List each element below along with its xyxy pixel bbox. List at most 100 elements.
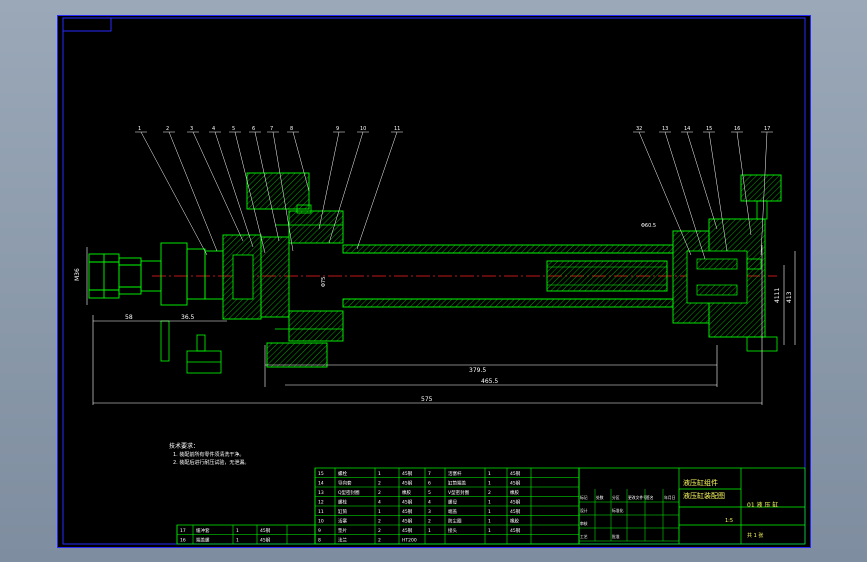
bom-cell: V型密封圈: [448, 489, 470, 496]
sign-cell: 处数: [596, 495, 604, 500]
bom-cell: 45钢: [402, 518, 413, 525]
bom-cell: 8: [318, 538, 321, 544]
balloon-label: 6: [252, 126, 255, 132]
balloon-label: 9: [336, 126, 339, 132]
bom-cell: 2: [428, 519, 431, 525]
dim-left-height: M36: [74, 268, 81, 281]
bom-cell: 2: [488, 490, 491, 496]
notes-line-1: 1. 装配前所有零件须清洗干净。: [173, 451, 244, 458]
bom-cell: 45钢: [402, 527, 413, 534]
dim-right-1: 4111: [774, 288, 781, 303]
bom-cell: 13: [318, 490, 324, 496]
bom-cell: 14: [318, 481, 324, 487]
bom-cell: 2: [378, 519, 381, 525]
bom-cell: 导向套: [338, 480, 352, 487]
balloon-leader: [664, 131, 706, 260]
balloon-label: 11: [394, 126, 400, 132]
bom-cell: HT200: [402, 538, 417, 544]
bom-cell: 1: [428, 528, 431, 534]
balloon-label: 1: [138, 126, 141, 132]
balloon-label: 8: [290, 126, 293, 132]
bom-cell: 缸筒: [338, 508, 347, 515]
bom-cell: 1: [378, 471, 381, 477]
bom-cell: 6: [428, 481, 431, 487]
detail-sketch: [160, 320, 222, 374]
drawing-sheet-count: 共 1 张: [747, 532, 763, 539]
bom-cell: 防尘圈: [448, 518, 462, 525]
drawing-number: 01 液 压 缸: [747, 501, 778, 509]
bom-cell: 12: [318, 500, 324, 506]
balloon-leader: [272, 131, 294, 252]
balloon-label: 2: [166, 126, 169, 132]
bom-cell: 3: [428, 509, 431, 515]
bom-cell: 1: [488, 471, 491, 477]
bom-cell: 橡胶: [510, 518, 519, 525]
balloon-leader: [318, 131, 340, 230]
bom-cell: 接头: [448, 527, 457, 534]
bom-left-cell: 端盖螺: [196, 537, 210, 544]
sign-table: 标记处数分区更改文件号签名年月日设计标准化审核工艺批准: [578, 489, 680, 542]
bom-left-cell: 缓冲套: [196, 527, 210, 534]
bom-cell: 橡胶: [402, 489, 411, 496]
bom-cell: 9: [318, 528, 321, 534]
bom-cell: 5: [428, 490, 431, 496]
sign-cell: 标记: [580, 495, 588, 500]
left-end-cap: [222, 172, 344, 368]
bom-cell: 11: [318, 509, 324, 515]
bom-cell: 橡胶: [510, 489, 519, 496]
sign-cell: 更改文件号: [628, 495, 647, 500]
sign-cell: 批准: [612, 534, 620, 539]
dim-inner-len: 379.5: [469, 367, 486, 374]
bom-cell: 1: [378, 509, 381, 515]
bom-cell: Q型密封圈: [338, 489, 360, 496]
bom-cell: 45钢: [510, 470, 521, 477]
balloon-leader: [192, 131, 244, 242]
balloon-label: 7: [270, 126, 273, 132]
bom-cell: 2: [378, 538, 381, 544]
sign-cell: 分区: [612, 495, 620, 500]
corner-tag: [62, 17, 112, 32]
balloon-leader: [214, 131, 254, 248]
bom-cell: 螺母: [448, 499, 457, 506]
sign-cell: 标准化: [612, 508, 624, 513]
bom-cell: 45钢: [402, 499, 413, 506]
balloon-leader: [760, 131, 768, 256]
dim-total-len: 575: [421, 396, 433, 403]
dim-diameter-1: Φ75: [321, 277, 327, 287]
right-end-cap: [672, 174, 782, 352]
dimension-lines: [86, 245, 796, 405]
bom-cell: 1: [488, 500, 491, 506]
drawing-title-2: 液压缸装配图: [683, 491, 725, 500]
bom-cell: 活塞杆: [448, 470, 462, 477]
balloon-leader: [168, 131, 218, 252]
bom-cell: 端盖: [448, 508, 457, 515]
bom-cell: 7: [428, 471, 431, 477]
bom-cell: 45钢: [510, 527, 521, 534]
bom-left-cell: 1: [236, 528, 239, 534]
balloon-leader: [140, 131, 208, 256]
balloon-leader: [686, 131, 718, 230]
bom-cell: 2: [378, 490, 381, 496]
bom-left-cell: 45钢: [260, 527, 271, 534]
bom-left-cell: 1: [236, 538, 239, 544]
notes-line-2: 2. 装配后进行耐压试验，无泄漏。: [173, 459, 249, 466]
bom-cell: 45钢: [510, 480, 521, 487]
piston-rod: [546, 260, 668, 292]
dim-right-2: 413: [786, 291, 793, 303]
sign-cell: 设计: [580, 508, 588, 513]
bom-cell: 15: [318, 471, 324, 477]
bom-cell: 1: [488, 519, 491, 525]
cylinder-barrel: [342, 244, 674, 308]
bom-cell: 缸筒端盖: [448, 480, 466, 487]
bom-cell: 2: [378, 481, 381, 487]
bom-cell: 4: [428, 500, 431, 506]
balloon-label: 14: [684, 126, 690, 132]
balloon-leader: [736, 131, 752, 236]
drawing-title-1: 液压缸组件: [683, 478, 718, 487]
bom-cell: 2: [378, 528, 381, 534]
bom-cell: 1: [488, 528, 491, 534]
dim-diameter-2: Φ60.5: [641, 223, 656, 229]
